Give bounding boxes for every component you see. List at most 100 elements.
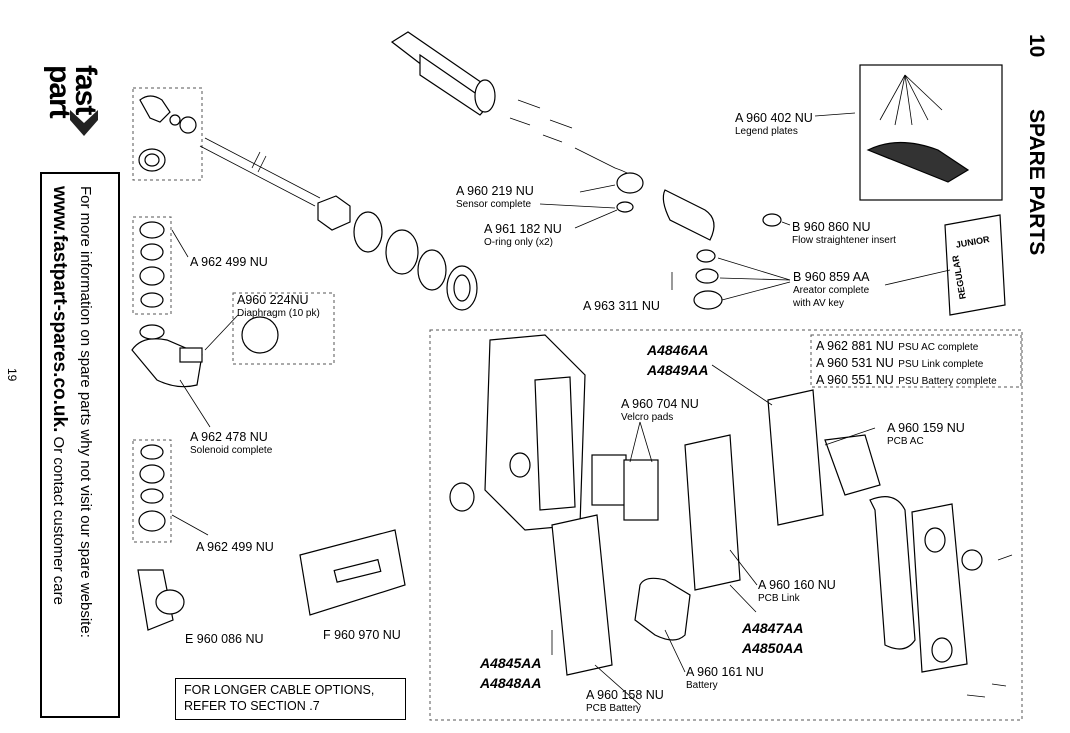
part-code: A 960 402 NU bbox=[735, 111, 813, 125]
cover-cylinder bbox=[662, 189, 715, 241]
part-code: A 962 499 NU bbox=[196, 540, 274, 554]
valve-fittings-box-lower bbox=[132, 439, 172, 543]
elbow-fitting-box bbox=[132, 87, 203, 181]
aerator-insert bbox=[695, 268, 719, 284]
psu-code: A 960 531 NU bbox=[816, 356, 894, 370]
part-desc: Diaphragm (10 pk) bbox=[237, 308, 320, 319]
pcb-battery-codes: A4845AA A4848AA bbox=[480, 653, 541, 693]
psu-box bbox=[810, 334, 1022, 388]
psu-desc: PSU Link complete bbox=[898, 359, 984, 370]
velcro-pad-1 bbox=[591, 454, 627, 506]
bold-code: A4846AA bbox=[647, 342, 709, 358]
valve-fittings-box-upper bbox=[132, 216, 172, 315]
cable-note-line1: FOR LONGER CABLE OPTIONS, bbox=[184, 683, 375, 697]
compression-nut bbox=[179, 116, 197, 134]
part-desc: Sensor complete bbox=[456, 199, 532, 210]
legend-plate-frame bbox=[859, 64, 1003, 201]
part-code: A 960 704 NU bbox=[621, 397, 699, 411]
psu-code: A 962 881 NU bbox=[816, 339, 894, 353]
psu-desc: PSU AC complete bbox=[898, 342, 979, 353]
leader-lines bbox=[171, 112, 951, 706]
part-code: A 960 160 NU bbox=[758, 578, 836, 592]
section-number: 10 bbox=[1025, 34, 1048, 58]
part-desc: Solenoid complete bbox=[190, 445, 273, 456]
pcb-link-codes: A4847AA A4850AA bbox=[742, 618, 803, 658]
washer-1 bbox=[353, 211, 383, 253]
diaphragm-box bbox=[232, 292, 335, 365]
section-title: SPARE PARTS bbox=[1025, 109, 1048, 256]
bold-code: A4845AA bbox=[480, 655, 542, 671]
grommet bbox=[449, 482, 475, 512]
bold-code: A4847AA bbox=[742, 620, 804, 636]
part-desc: PCB AC bbox=[887, 436, 924, 447]
sensor-head bbox=[616, 172, 644, 194]
pcb-ac-codes: A4846AA A4849AA bbox=[647, 340, 708, 380]
bold-code: A4849AA bbox=[647, 362, 709, 378]
part-desc: O-ring only (x2) bbox=[484, 237, 553, 248]
psu-ac-unit bbox=[824, 434, 881, 496]
website-link[interactable]: www.fastpart-spares.co.uk. bbox=[49, 186, 70, 433]
chevron-arrow-icon bbox=[70, 108, 98, 143]
diaphragm bbox=[241, 316, 279, 354]
info-line3: Or contact customer care bbox=[50, 432, 67, 605]
isolation-valve bbox=[137, 569, 174, 631]
section-heading: 10 SPARE PARTS bbox=[1024, 34, 1048, 255]
part-code: A 962 478 NU bbox=[190, 430, 268, 444]
o-ring bbox=[616, 201, 634, 213]
cable-note-line2: REFER TO SECTION .7 bbox=[184, 699, 320, 713]
info-line1: For more information on spare parts why … bbox=[77, 186, 94, 638]
logo-bottom: part bbox=[43, 65, 76, 118]
cable-note: FOR LONGER CABLE OPTIONS, REFER TO SECTI… bbox=[175, 678, 406, 720]
electronics-box bbox=[429, 329, 1023, 721]
psu-list: A 962 881 NU PSU AC complete A 960 531 N… bbox=[816, 337, 997, 388]
part-code: A 960 158 NU bbox=[586, 688, 664, 702]
part-code: A 960 159 NU bbox=[887, 421, 965, 435]
pcb-battery bbox=[551, 514, 613, 676]
washer-2 bbox=[417, 249, 447, 291]
part-code: A 960 219 NU bbox=[456, 184, 534, 198]
spout-body bbox=[390, 31, 496, 116]
part-desc: with AV key bbox=[793, 298, 844, 309]
bold-code: A4850AA bbox=[742, 640, 804, 656]
part-desc: Legend plates bbox=[735, 126, 798, 137]
legend-plate bbox=[944, 214, 1006, 316]
hand-silhouette bbox=[866, 141, 970, 183]
part-code: A 961 182 NU bbox=[484, 222, 562, 236]
part-code: A 963 311 NU bbox=[583, 299, 660, 313]
velcro-pad-2 bbox=[623, 459, 659, 521]
aerator-housing bbox=[693, 290, 723, 310]
psu-code: A 960 551 NU bbox=[816, 373, 894, 387]
page-number: 19 bbox=[5, 368, 19, 382]
part-code: A960 224NU bbox=[237, 293, 309, 307]
part-code: F 960 970 NU bbox=[323, 628, 401, 642]
part-desc: PCB Link bbox=[758, 593, 800, 604]
electronics-housing bbox=[484, 334, 586, 531]
part-desc: Velcro pads bbox=[621, 412, 674, 423]
part-code: B 960 860 NU bbox=[792, 220, 871, 234]
flow-straightener bbox=[762, 213, 782, 227]
part-desc: PCB Battery bbox=[586, 703, 642, 714]
info-text: For more information on spare parts why … bbox=[45, 186, 98, 638]
part-desc: Battery bbox=[686, 680, 718, 691]
bold-code: A4848AA bbox=[480, 675, 542, 691]
info-box bbox=[40, 172, 120, 718]
pcb-ac bbox=[767, 389, 824, 526]
tamper-key bbox=[961, 549, 983, 571]
battery bbox=[634, 577, 691, 641]
valve-nut bbox=[139, 324, 165, 340]
part-code: E 960 086 NU bbox=[185, 632, 264, 646]
elbow-fitting bbox=[139, 95, 171, 123]
aerator-ring bbox=[696, 249, 716, 263]
solenoid-valve bbox=[131, 338, 203, 388]
part-desc: Flow straightener insert bbox=[792, 235, 896, 246]
control-unit bbox=[299, 529, 406, 616]
part-code: B 960 859 AA bbox=[793, 270, 870, 284]
part-code: A 960 161 NU bbox=[686, 665, 764, 679]
part-code: A 962 499 NU bbox=[190, 255, 268, 269]
gasket-ring bbox=[385, 229, 419, 275]
psu-desc: PSU Battery complete bbox=[898, 376, 997, 387]
gasket bbox=[869, 496, 916, 650]
olive-ring bbox=[169, 114, 181, 126]
part-desc: Areator complete bbox=[793, 285, 870, 296]
